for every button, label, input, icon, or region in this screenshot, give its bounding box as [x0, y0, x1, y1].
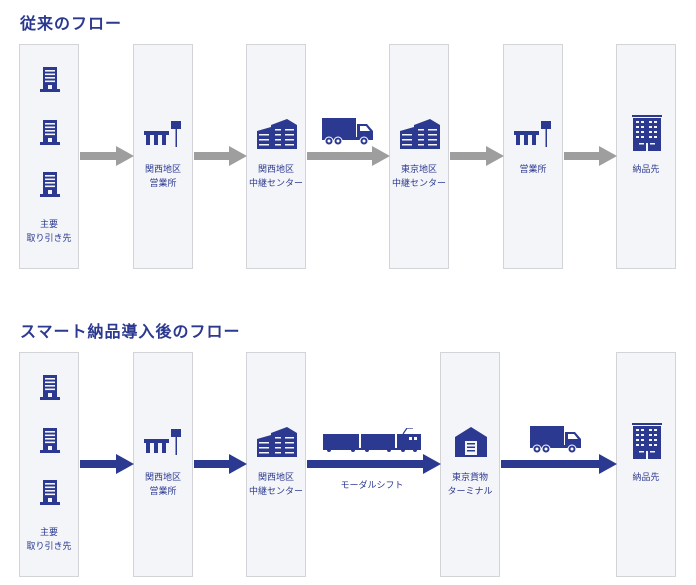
freight-train-icon	[323, 428, 423, 452]
node-main-clients: 主要 取り引き先	[19, 44, 79, 269]
node-label: 営業所	[519, 165, 547, 175]
modal-shift-arrow	[307, 454, 441, 474]
node-label: 関西地区 営業所	[144, 473, 181, 497]
distribution-center-icon	[400, 119, 440, 149]
destination-building-icon	[632, 115, 662, 151]
office-tower-icon	[40, 480, 60, 506]
office-tower-icon	[40, 120, 60, 146]
flow-arrow	[501, 454, 617, 474]
smart-flow-title: スマート納品導入後のフロー	[20, 322, 241, 341]
distribution-center-icon	[257, 427, 297, 457]
sales-office-icon	[514, 121, 554, 147]
node-tokyo-freight-terminal: 東京貨物 ターミナル	[440, 352, 500, 577]
node-label: 主要 取り引き先	[26, 220, 72, 244]
flow-arrow	[80, 454, 134, 474]
node-kansai-relay-center: 関西地区 中継センター	[246, 352, 306, 577]
node-label: 納品先	[632, 165, 660, 175]
node-sales-office: 営業所	[503, 44, 563, 269]
truck-icon	[530, 426, 582, 454]
node-kansai-sales-office: 関西地区 営業所	[133, 352, 193, 577]
node-label: 東京貨物 ターミナル	[447, 473, 493, 497]
modal-shift-label: モーダルシフト	[340, 481, 404, 491]
node-tokyo-relay-center: 東京地区 中継センター	[389, 44, 449, 269]
node-kansai-sales-office: 関西地区 営業所	[133, 44, 193, 269]
node-label: 主要 取り引き先	[26, 528, 72, 552]
flow-arrow	[564, 146, 617, 166]
sales-office-icon	[144, 121, 184, 147]
node-label: 東京地区 中継センター	[391, 165, 446, 189]
node-label: 関西地区 営業所	[144, 165, 181, 189]
flow-arrow	[194, 454, 247, 474]
flow-arrow	[450, 146, 504, 166]
node-destination: 納品先	[616, 44, 676, 269]
office-tower-icon	[40, 67, 60, 93]
node-label: 関西地区 中継センター	[248, 165, 303, 189]
office-tower-icon	[40, 172, 60, 198]
flow-arrow	[80, 146, 134, 166]
sales-office-icon	[144, 429, 184, 455]
flow-arrow	[194, 146, 247, 166]
distribution-center-icon	[257, 119, 297, 149]
node-label: 関西地区 中継センター	[248, 473, 303, 497]
node-destination: 納品先	[616, 352, 676, 577]
warehouse-icon	[455, 427, 487, 457]
node-main-clients: 主要 取り引き先	[19, 352, 79, 577]
node-label: 納品先	[632, 473, 660, 483]
office-tower-icon	[40, 375, 60, 401]
flow-arrow	[307, 146, 390, 166]
conventional-flow-title: 従来のフロー	[20, 14, 123, 33]
office-tower-icon	[40, 428, 60, 454]
destination-building-icon	[632, 423, 662, 459]
node-kansai-relay-center: 関西地区 中継センター	[246, 44, 306, 269]
truck-icon	[322, 118, 374, 146]
